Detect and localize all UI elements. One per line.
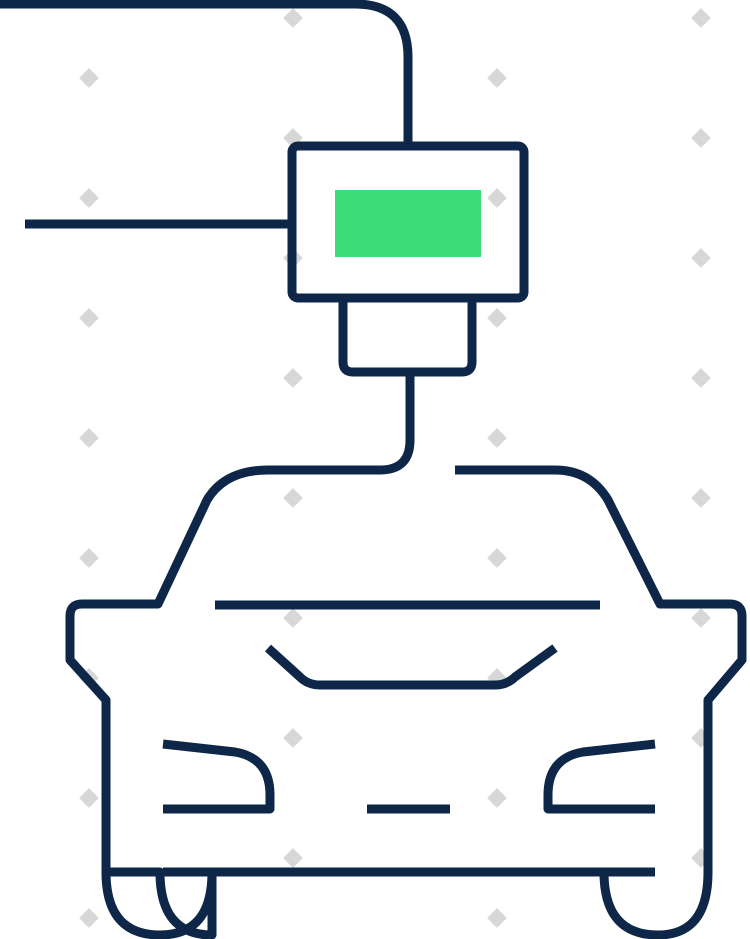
watermark-diamond — [487, 308, 507, 328]
car-right-headlight — [543, 739, 656, 814]
watermark-diamond — [691, 248, 711, 268]
watermark-diamond — [79, 908, 99, 928]
watermark-diamond — [283, 608, 303, 628]
watermark-diamond — [283, 848, 303, 868]
watermark-diamond — [691, 128, 711, 148]
watermark-diamond — [487, 548, 507, 568]
scanner-device — [287, 141, 529, 303]
watermark-diamond — [487, 908, 507, 928]
watermark-diamond — [79, 188, 99, 208]
watermark-diamond — [283, 8, 303, 28]
connector-plug — [338, 298, 477, 377]
watermark-diamond — [283, 368, 303, 388]
watermark-diamond — [79, 308, 99, 328]
car-cable — [268, 372, 415, 475]
car-body-right — [455, 465, 747, 872]
watermark-diamond — [487, 68, 507, 88]
watermark-diamond — [487, 188, 507, 208]
watermark-diamond — [283, 488, 303, 508]
watermark-diamond — [487, 428, 507, 448]
scanner-screen — [335, 190, 481, 257]
watermark-diamond — [691, 488, 711, 508]
watermark-diamond — [487, 788, 507, 808]
watermark-diamond — [79, 68, 99, 88]
top-cable — [0, 0, 413, 146]
watermark-diamond — [79, 788, 99, 808]
watermark-diamond — [79, 548, 99, 568]
watermark-diamond — [691, 368, 711, 388]
car-right-wheel — [599, 871, 713, 939]
watermark-diamond — [691, 8, 711, 28]
car-grille — [264, 644, 558, 690]
car-body-outline — [65, 465, 269, 939]
car-left-headlight — [162, 739, 275, 814]
watermark-diamond — [79, 428, 99, 448]
watermark-diamond — [283, 728, 303, 748]
car-left-wheel — [101, 871, 217, 939]
watermark-pattern — [79, 8, 711, 928]
watermark-diamond — [691, 608, 711, 628]
